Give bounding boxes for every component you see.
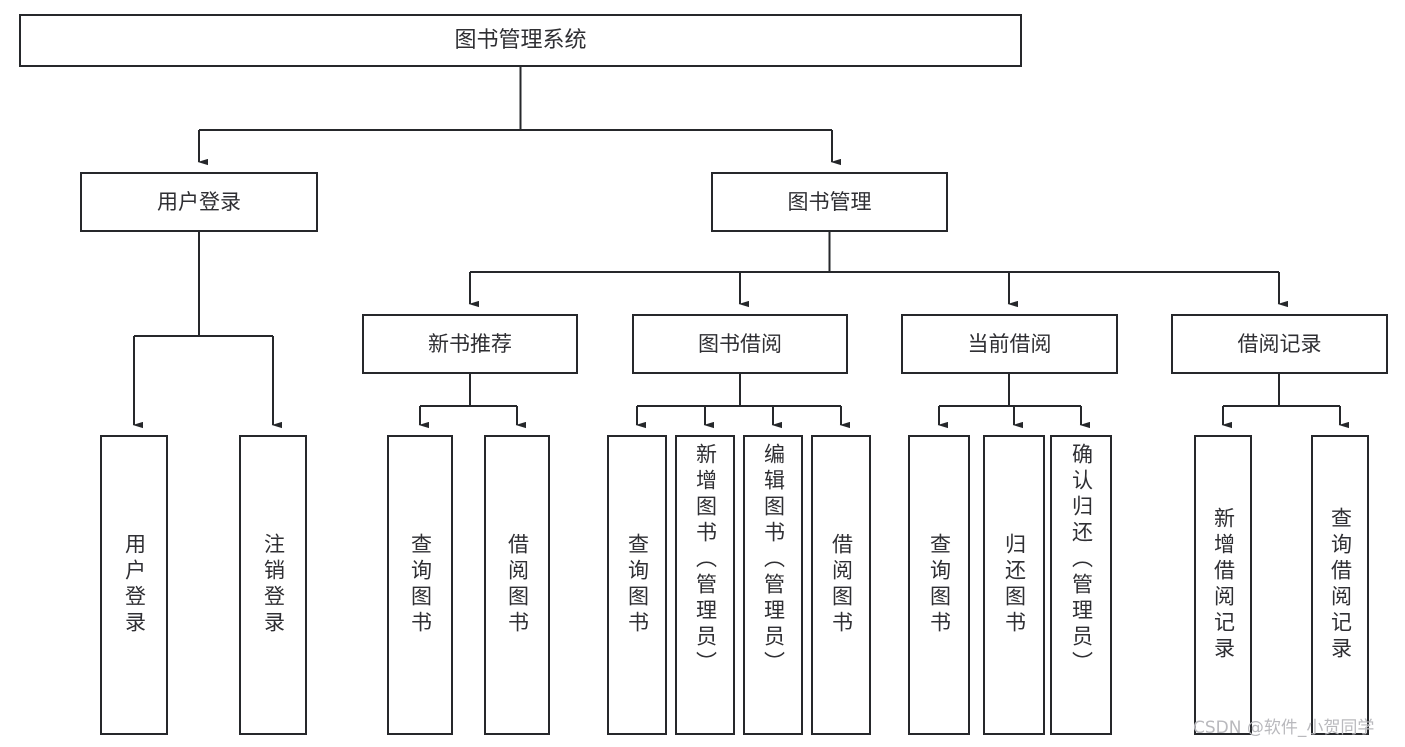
node-label: 编辑图书（管理员） bbox=[761, 443, 786, 677]
leaf-borrow-add-book[interactable]: 新增图书（管理员） bbox=[675, 435, 735, 735]
leaf-rec-query-book[interactable]: 查询图书 bbox=[387, 435, 453, 735]
leaf-user-login[interactable]: 用户登录 bbox=[100, 435, 168, 735]
node-book-manage[interactable]: 图书管理 bbox=[711, 172, 948, 232]
node-label: 新增借阅记录 bbox=[1211, 507, 1236, 663]
node-label: 图书借阅 bbox=[698, 331, 782, 356]
leaf-user-logout[interactable]: 注销登录 bbox=[239, 435, 307, 735]
csdn-watermark: CSDN @软件_小贺同学 bbox=[1193, 718, 1375, 738]
leaf-cur-return-book[interactable]: 归还图书 bbox=[983, 435, 1045, 735]
node-label: 查询图书 bbox=[625, 533, 650, 637]
node-root[interactable]: 图书管理系统 bbox=[19, 14, 1022, 67]
leaf-borrow-borrow-book[interactable]: 借阅图书 bbox=[811, 435, 871, 735]
node-label: 归还图书 bbox=[1002, 533, 1027, 637]
leaf-cur-query-book[interactable]: 查询图书 bbox=[908, 435, 970, 735]
node-label: 借阅图书 bbox=[829, 533, 854, 637]
node-label: 借阅图书 bbox=[505, 533, 530, 637]
node-label: 新书推荐 bbox=[428, 331, 512, 356]
leaf-rec-add-record[interactable]: 新增借阅记录 bbox=[1194, 435, 1252, 735]
node-label: 新增图书（管理员） bbox=[693, 443, 718, 677]
node-borrow-record[interactable]: 借阅记录 bbox=[1171, 314, 1388, 374]
node-new-book-rec[interactable]: 新书推荐 bbox=[362, 314, 578, 374]
node-label: 查询图书 bbox=[927, 533, 952, 637]
node-book-borrow[interactable]: 图书借阅 bbox=[632, 314, 848, 374]
node-label: 用户登录 bbox=[157, 189, 241, 214]
node-label: 图书管理 bbox=[787, 189, 872, 214]
node-current-borrow[interactable]: 当前借阅 bbox=[901, 314, 1118, 374]
node-label: 借阅记录 bbox=[1237, 331, 1322, 356]
node-label: 图书管理系统 bbox=[454, 27, 587, 53]
leaf-rec-query-record[interactable]: 查询借阅记录 bbox=[1311, 435, 1369, 735]
node-label: 确认归还（管理员） bbox=[1069, 443, 1094, 677]
node-label: 查询图书 bbox=[408, 533, 433, 637]
node-label: 注销登录 bbox=[261, 533, 286, 637]
leaf-rec-borrow-book[interactable]: 借阅图书 bbox=[484, 435, 550, 735]
leaf-cur-confirm-return[interactable]: 确认归还（管理员） bbox=[1050, 435, 1112, 735]
leaf-borrow-edit-book[interactable]: 编辑图书（管理员） bbox=[743, 435, 803, 735]
leaf-borrow-query-book[interactable]: 查询图书 bbox=[607, 435, 667, 735]
node-label: 用户登录 bbox=[122, 533, 147, 637]
node-label: 查询借阅记录 bbox=[1328, 507, 1353, 663]
node-user-login[interactable]: 用户登录 bbox=[80, 172, 318, 232]
node-label: 当前借阅 bbox=[967, 331, 1052, 356]
